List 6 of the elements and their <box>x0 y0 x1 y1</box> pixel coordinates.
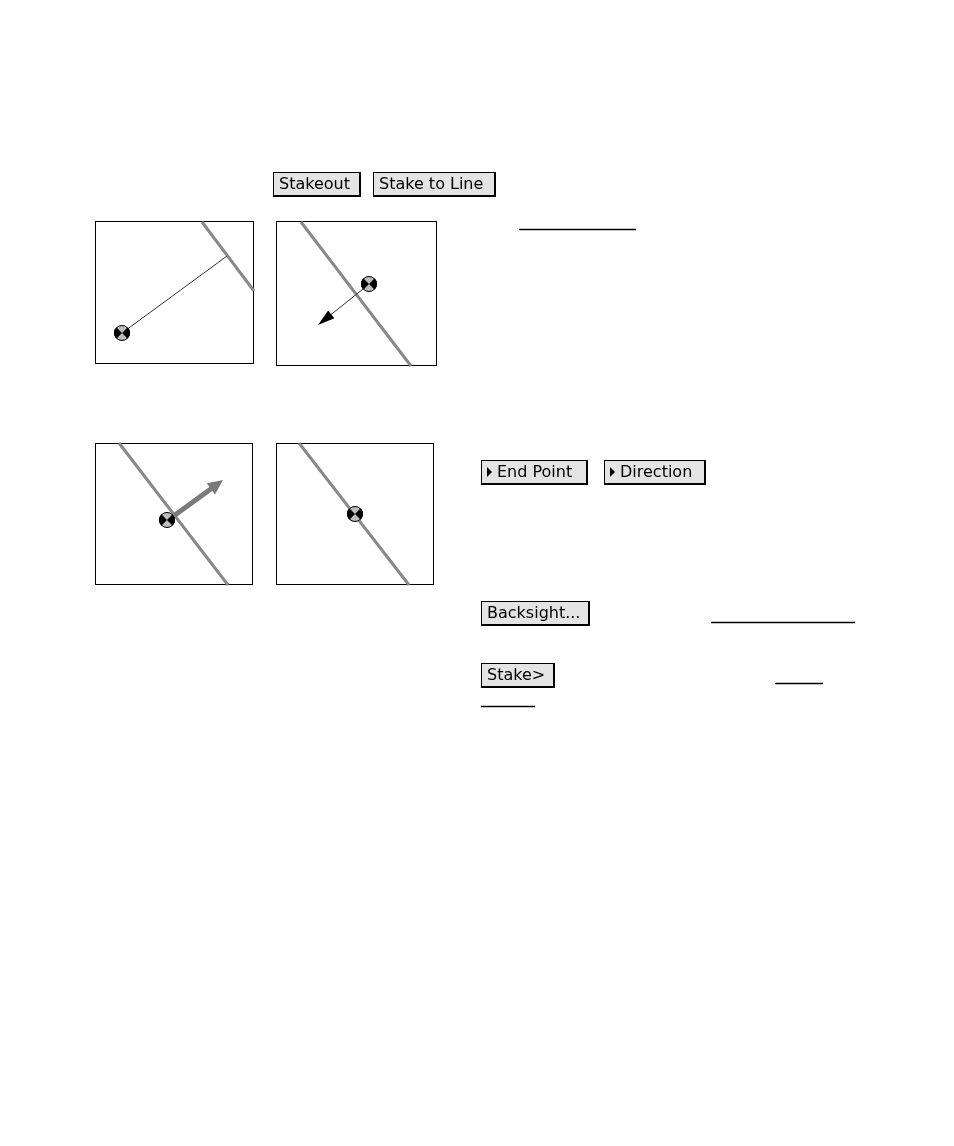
button: Stake to Line <box>373 172 496 197</box>
button: Stake> <box>481 663 555 688</box>
button: Stakeout <box>273 172 361 197</box>
button: Backsight... <box>481 601 590 626</box>
expand-button: Direction <box>604 460 706 485</box>
expand-button: End Point <box>481 460 588 485</box>
